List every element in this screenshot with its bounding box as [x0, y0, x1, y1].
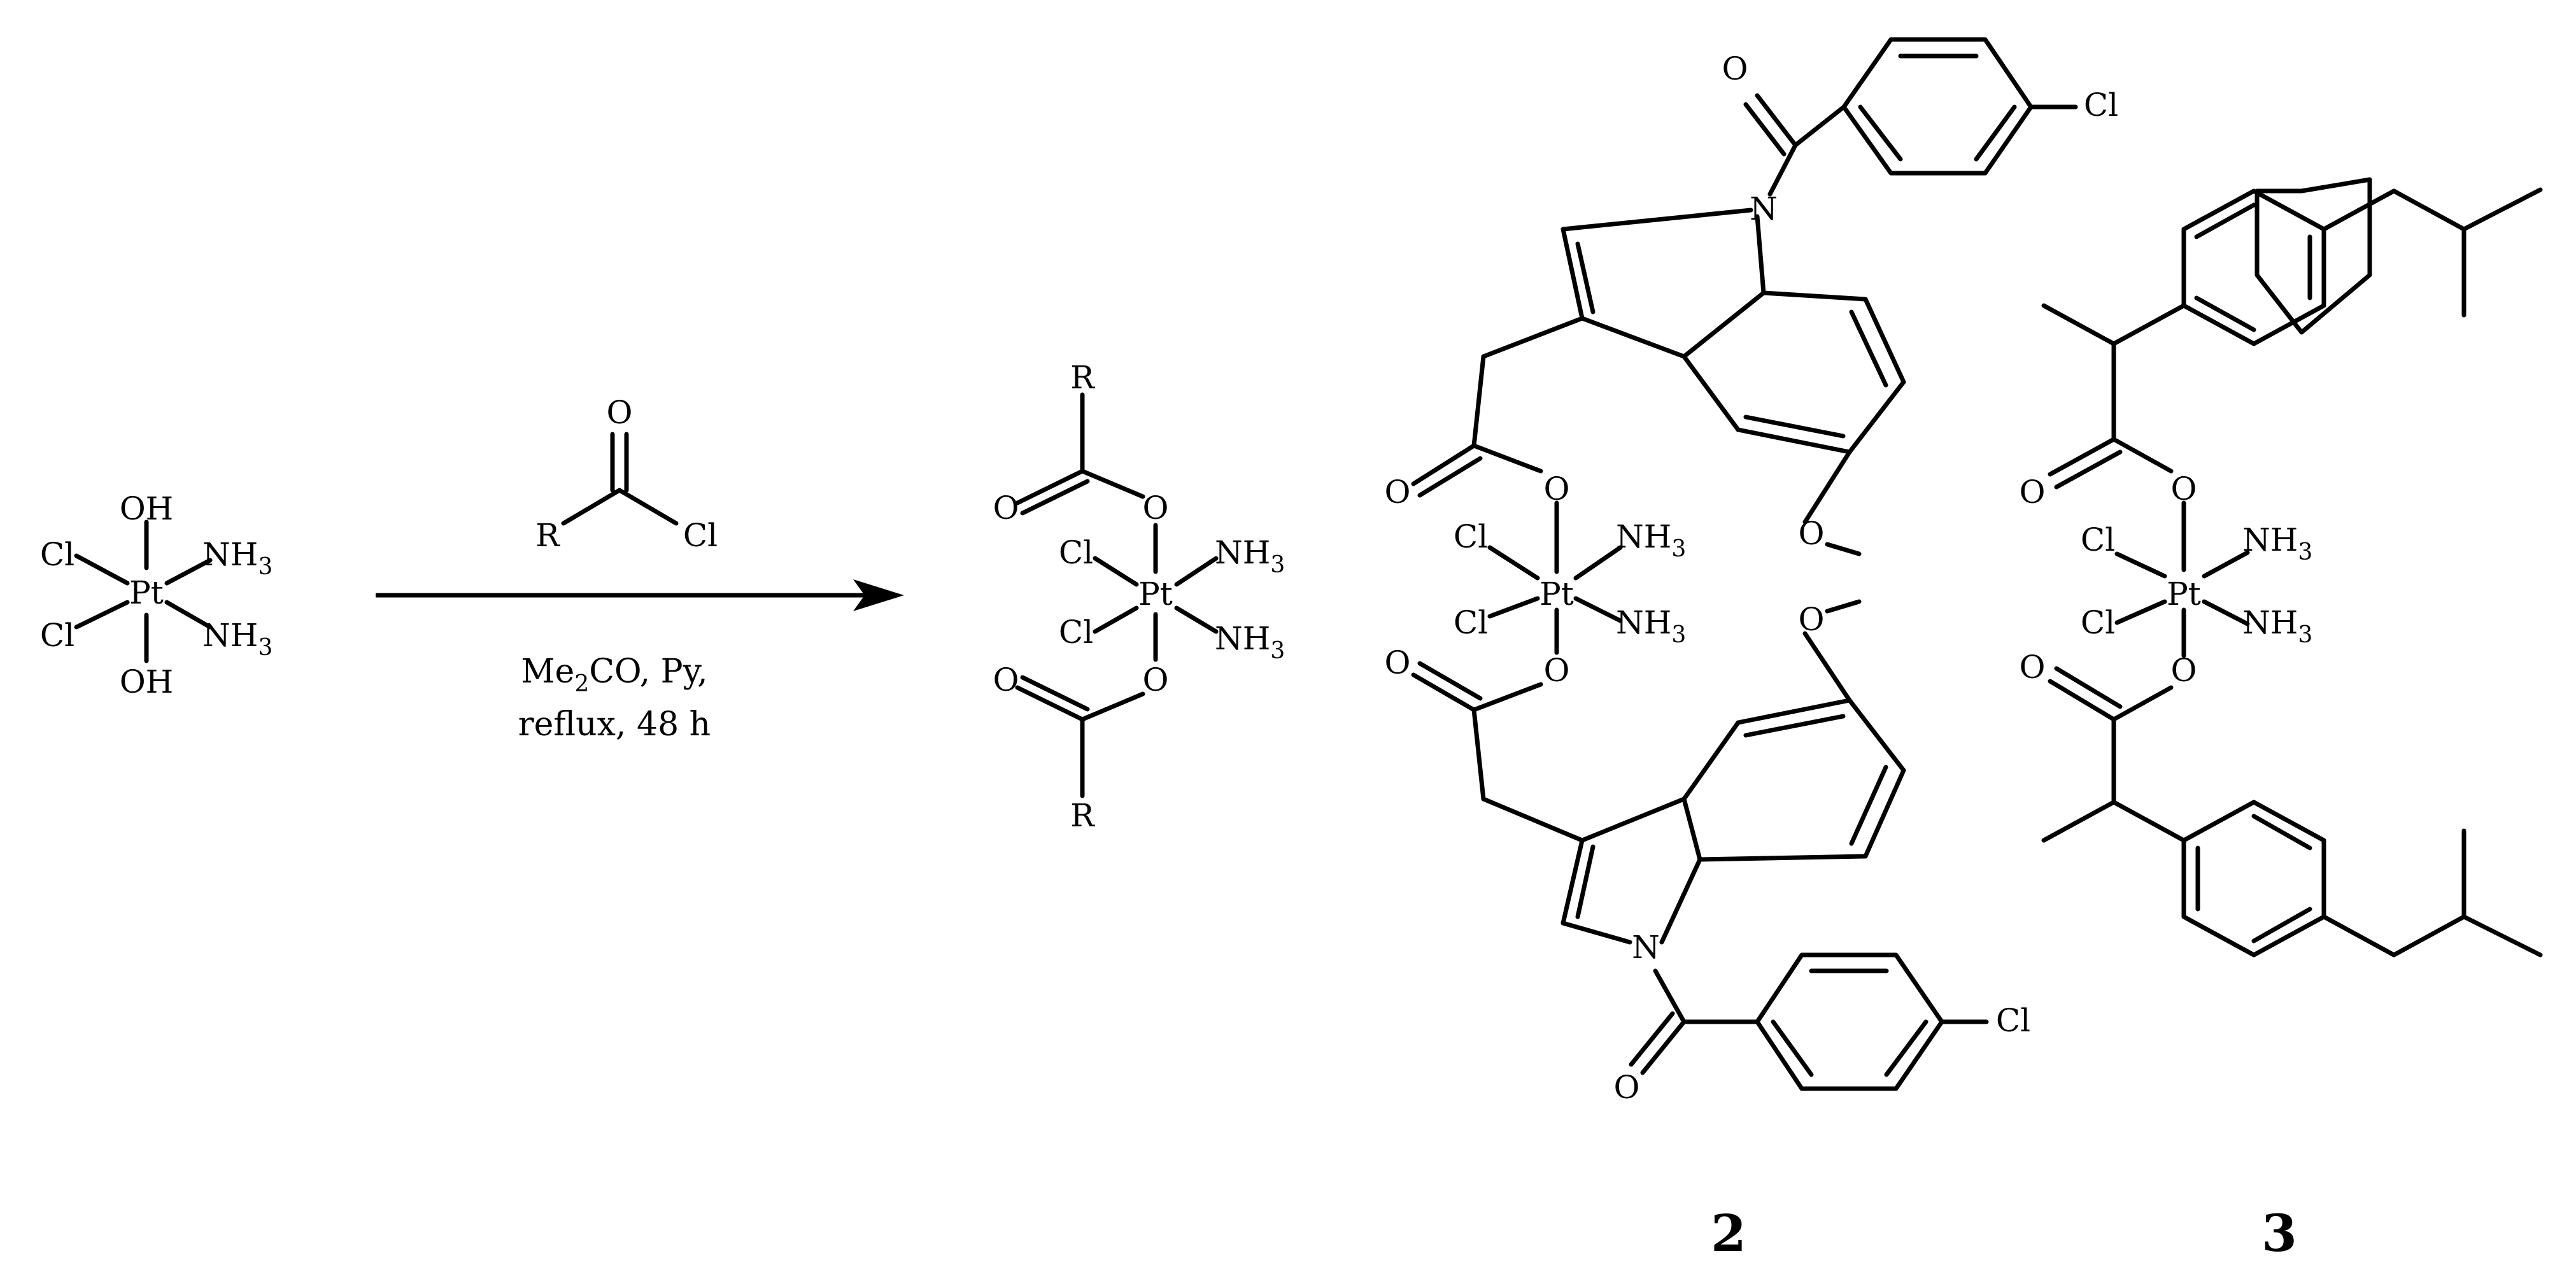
c2-cl-bottom: Cl [1454, 604, 1488, 641]
reactant-oh-bottom: OH [120, 663, 174, 700]
c2-cl-top: Cl [1454, 518, 1488, 555]
c3-nh3-top: NH [2242, 521, 2298, 558]
product-r-bottom: R [1070, 797, 1095, 834]
product-nh3-top: NH [1215, 534, 1270, 571]
svg-text:NH3: NH3 [1215, 620, 1285, 664]
compound-2: O Cl N O O O Pt Cl Cl NH3 NH3 O O O N O … [1385, 37, 2118, 1263]
c3-o-carbonyl-top: O [2020, 474, 2046, 511]
product-o-carbonyl-bottom: O [993, 661, 1019, 698]
c2-n-bottom: N [1632, 929, 1660, 966]
reagent-cl: Cl [683, 517, 718, 554]
general-product: R O O Pt Cl Cl NH3 NH3 O O R [993, 359, 1285, 834]
product-o-carbonyl-top: O [993, 490, 1019, 526]
reaction-arrow [376, 579, 904, 611]
svg-text:NH3: NH3 [202, 617, 272, 661]
reagent-r: R [535, 517, 560, 554]
svg-text:NH3: NH3 [202, 536, 272, 580]
c3-nh3-bottom: NH [2242, 604, 2298, 641]
c2-o-ketone-bottom: O [1614, 1069, 1640, 1106]
c3-o-link-bottom: O [2171, 652, 2197, 689]
c2-o-methoxy-top: O [1799, 515, 1825, 552]
c2-o-methoxy-bottom: O [1799, 601, 1825, 638]
compound-3: O O Pt Cl Cl NH3 NH3 O O 3 [2020, 177, 2543, 1263]
c2-o-ester-carbonyl-bottom: O [1385, 644, 1411, 681]
svg-text:NH3: NH3 [1616, 604, 1686, 648]
reactant-pt: Pt [129, 574, 164, 611]
reactant-cl-bottom: Cl [40, 617, 74, 654]
reactant-nh3-top-sub: 3 [258, 554, 272, 580]
condition-solvent: Me2CO, Py, [521, 653, 707, 697]
product-pt: Pt [1138, 576, 1173, 612]
c2-nh3-top: NH [1616, 518, 1671, 555]
c2-o-ester-carbonyl-top: O [1385, 474, 1411, 511]
product-o-link-top: O [1143, 490, 1169, 526]
c2-nh3-bottom: NH [1616, 604, 1671, 641]
reactant-nh3-bottom: NH [202, 617, 258, 654]
condition-reflux: reflux, 48 h [518, 705, 711, 744]
reactant-nh3-top: NH [202, 536, 258, 573]
reactant-nh3-bottom-sub: 3 [258, 635, 272, 661]
svg-text:NH3: NH3 [1616, 518, 1686, 562]
c3-o-carbonyl-bottom: O [2020, 649, 2046, 686]
svg-text:NH3: NH3 [2242, 521, 2312, 565]
svg-text:NH3: NH3 [1215, 534, 1285, 578]
product-cl-top: Cl [1059, 534, 1093, 571]
svg-text:NH3: NH3 [2242, 604, 2312, 648]
c2-pt: Pt [1539, 576, 1574, 612]
product-o-link-bottom: O [1143, 661, 1169, 698]
product-cl-bottom: Cl [1059, 614, 1093, 651]
c2-o-link-bottom: O [1544, 652, 1570, 689]
product-nh3-bottom: NH [1215, 620, 1270, 657]
reagent-o: O [607, 394, 633, 431]
compound-2-number: 2 [1711, 1203, 1746, 1263]
c3-cl-top: Cl [2081, 521, 2115, 558]
c2-o-link-top: O [1544, 470, 1570, 507]
reagent-acyl-chloride: O R Cl [535, 394, 718, 554]
c3-o-link-top: O [2171, 470, 2197, 507]
reactant-pt-complex: OH OH Pt Cl Cl NH3 NH3 [40, 490, 272, 700]
c3-cl-bottom: Cl [2081, 604, 2115, 641]
c2-cl-aryl-bottom: Cl [1996, 1002, 2030, 1039]
compound-3-number: 3 [2261, 1203, 2297, 1263]
product-r-top: R [1070, 359, 1095, 396]
c2-n-top: N [1750, 190, 1778, 227]
reactant-oh-top: OH [120, 490, 174, 527]
c3-pt: Pt [2167, 576, 2201, 612]
c2-cl-aryl-top: Cl [2084, 87, 2118, 124]
c2-o-ketone-top: O [1722, 50, 1748, 87]
reactant-cl-top: Cl [40, 536, 74, 573]
